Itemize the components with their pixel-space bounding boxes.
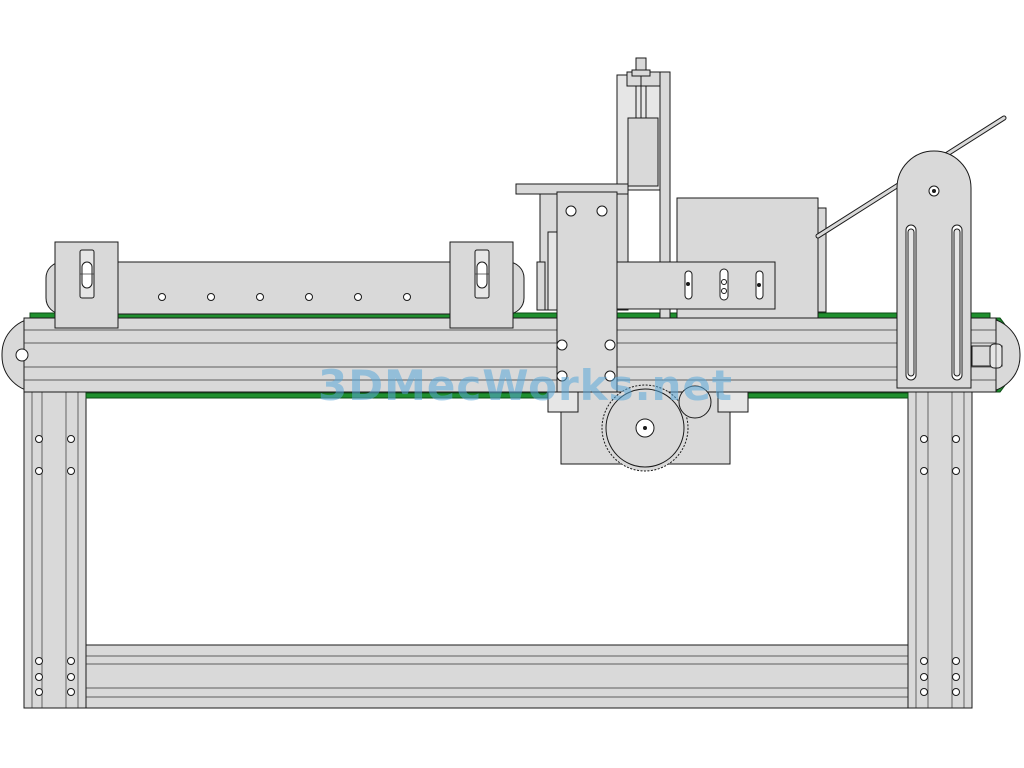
right-guard-plate <box>896 150 972 389</box>
right-leg <box>907 391 973 709</box>
main-beam <box>1 317 1021 393</box>
bottom-crossbar <box>85 644 909 709</box>
slotted-arm <box>614 261 776 310</box>
front-plate <box>556 191 618 393</box>
right-roller-cap <box>971 343 1003 369</box>
left-feed-plate <box>45 261 525 315</box>
upper-tower <box>616 57 671 319</box>
left-bracket-2 <box>449 241 514 329</box>
left-leg <box>23 391 87 709</box>
saw-blade <box>601 384 689 472</box>
watermark-text: 3DMecWorks.net <box>318 361 733 410</box>
idler-roller <box>678 385 712 419</box>
left-bracket-1 <box>54 241 119 329</box>
